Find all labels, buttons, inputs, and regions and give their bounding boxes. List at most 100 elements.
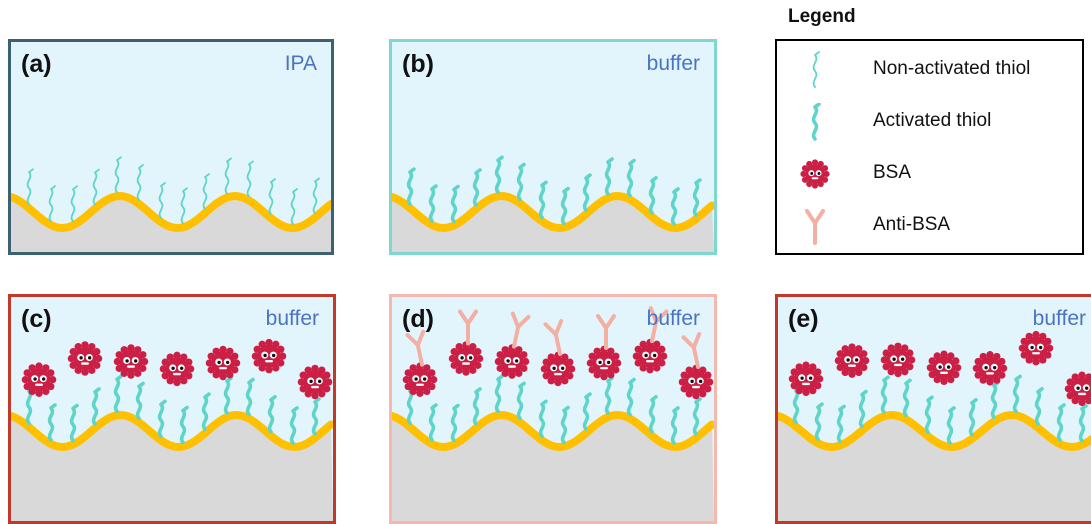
thiol [472,387,482,426]
panel-medium-label: buffer [646,307,700,330]
bsa-molecule [297,364,333,400]
thiol [582,173,592,212]
bsa-molecule [159,351,195,387]
bsa-molecule [448,341,484,376]
thiol [1012,374,1022,414]
bsa-molecule [21,362,57,397]
bsa-molecule [972,351,1008,386]
thiol [268,178,276,216]
gold-surface [11,191,331,233]
bsa-molecule [67,341,103,376]
panel-a: (a) IPA [8,39,334,255]
bsa-molecule [1064,371,1091,407]
panel-a-scene [11,156,331,252]
bsa-molecule [113,344,149,379]
thiol [201,392,211,431]
thiol [428,403,438,442]
non-activated-thiol-icon [812,51,820,88]
bsa-molecule [834,343,870,378]
thiol [450,403,460,443]
thiol [267,394,277,434]
thiol [990,380,1000,420]
thiol [494,374,504,414]
thiol [946,406,956,445]
thiol [92,168,100,206]
thiol [136,164,144,201]
panel-label: (c) [21,305,52,333]
anti-bsa-antibody [543,318,564,356]
anti-bsa-antibody [648,306,669,344]
thiol [157,399,167,439]
panel-d-scene [392,306,714,521]
legend-title: Legend [788,6,856,27]
gold-surface [392,191,714,233]
thiol [224,157,232,195]
thiol [648,394,658,434]
thiol [450,184,460,224]
thiol [494,155,504,195]
thiol [560,186,570,226]
thiol [670,187,680,226]
thiol [560,405,570,445]
thiol [836,404,846,444]
thiol [91,387,101,426]
legend-item-non-activated-thiol: Non-activated thiol [777,49,1082,89]
thiol [692,178,702,217]
panel-label: (b) [402,50,434,78]
thiol [1056,403,1066,442]
thiol [670,406,680,445]
thiol [289,406,299,445]
thiol [180,187,188,225]
thiol [538,399,548,439]
panel-d: (d) buffer [389,294,717,524]
thiol [114,156,122,194]
panel-label: (d) [402,305,434,333]
panel-b-scene [392,155,714,252]
bsa-icon [800,159,830,189]
thiol [924,395,934,435]
gold-surface [778,411,1091,452]
legend-item-anti-bsa: Anti-BSA [777,205,1082,245]
thiol [158,182,166,219]
panel-medium-label: IPA [284,52,317,75]
anti-bsa-antibody [681,332,702,369]
substrate [392,415,714,521]
panel-c-scene [11,338,333,521]
thiol [246,160,254,198]
bsa-molecule [251,338,287,374]
thiol [648,175,658,215]
legend-item-activated-thiol: Activated thiol [777,101,1082,141]
gold-surface [11,410,333,452]
thiol [858,389,868,429]
legend-label: Activated thiol [873,110,992,131]
thiol [48,185,56,223]
anti-bsa-antibody [596,314,616,351]
thiol [70,185,78,223]
thiol [880,375,890,415]
anti-bsa-icon [805,209,825,245]
thiol [582,392,592,431]
panel-medium-label: buffer [646,52,700,75]
thiol [47,403,57,442]
thiol [223,376,233,415]
substrate [11,196,331,252]
thiol [902,378,912,418]
thiol [472,168,482,207]
legend-label: Anti-BSA [873,214,951,235]
thiol [626,158,636,198]
bsa-molecule [402,362,438,397]
thiol [428,184,438,223]
bsa-molecule [880,342,916,378]
thiol [604,157,614,196]
thiol [202,173,210,210]
thiol [604,376,614,415]
panel-medium-label: buffer [1032,307,1086,330]
thiol [26,168,34,206]
bsa-molecule [788,361,824,397]
anti-bsa-antibody [405,329,426,367]
thiol [1078,404,1088,443]
legend-item-bsa: BSA [777,153,1082,193]
thiol [290,188,298,225]
bsa-molecule [1018,330,1054,366]
thiol [516,381,526,421]
